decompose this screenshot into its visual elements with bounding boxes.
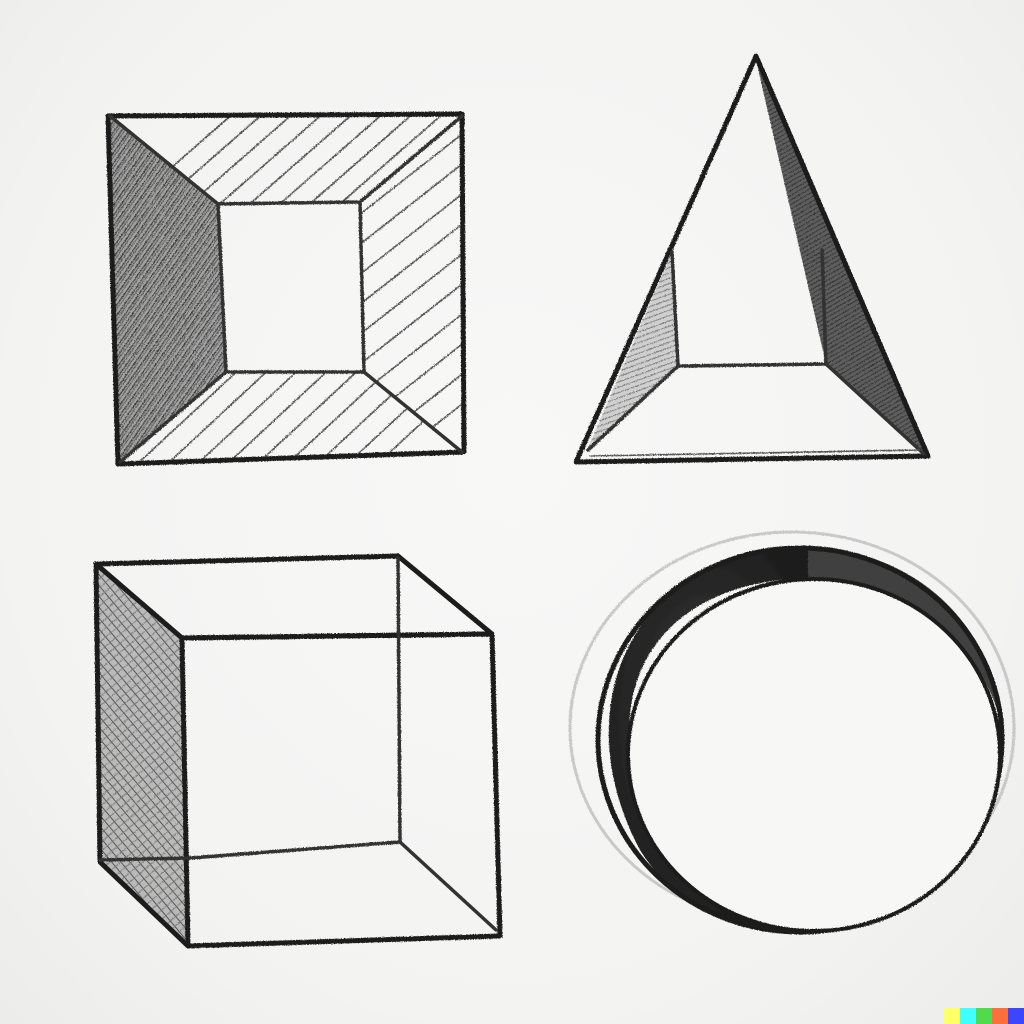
watermark-orange-swatch: [992, 1008, 1008, 1024]
cube-left-face: [96, 566, 188, 944]
pyramid-outline: [573, 53, 931, 465]
watermark-yellow-swatch: [944, 1008, 960, 1024]
cube-front-face: [179, 631, 503, 949]
triangular-pyramid-shape: [573, 53, 931, 465]
frustum-outer-outline: [105, 111, 467, 467]
disc-inner-face: [626, 577, 1002, 933]
cube-shape: [93, 553, 503, 949]
square-frustum-shape: [105, 111, 467, 467]
watermark-cyan-swatch: [960, 1008, 976, 1024]
frustum-left-face: [110, 116, 226, 462]
watermark-green-swatch: [976, 1008, 992, 1024]
circle-disc-shape: [568, 530, 1016, 935]
watermark-color-strip: [944, 1008, 1024, 1024]
watermark-blue-swatch: [1008, 1008, 1024, 1024]
frustum-inner-square: [216, 200, 366, 374]
pyramid-left-face: [588, 252, 678, 448]
